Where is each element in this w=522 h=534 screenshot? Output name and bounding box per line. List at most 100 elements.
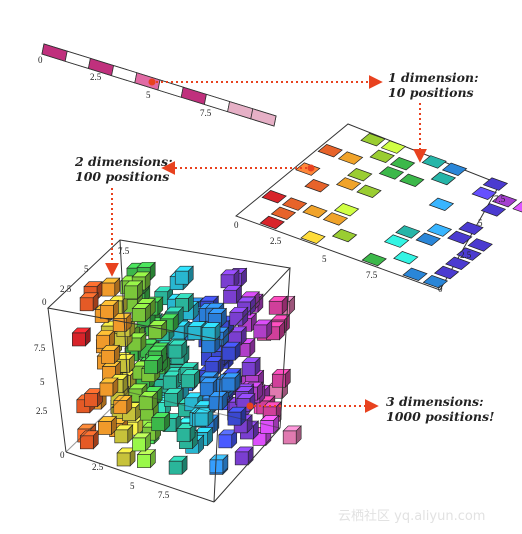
plane-cell: [322, 212, 349, 226]
strip-tick-5: 5: [146, 90, 151, 100]
plane-cell: [430, 171, 457, 186]
plane-cell: [447, 230, 473, 245]
arrow-cube-to-3d-label: [246, 399, 379, 413]
plane-cell: [383, 234, 410, 248]
cube-cell-front: [113, 400, 128, 414]
cube-cell-front: [151, 417, 166, 432]
plane-cell: [441, 162, 468, 177]
strip-cell: [111, 65, 138, 84]
plane-cell: [302, 204, 328, 219]
plane-cell: [426, 223, 453, 237]
plane-cell: [300, 230, 326, 245]
cube-cell-front: [241, 362, 256, 376]
cube-cell-front: [164, 393, 178, 407]
plane-cell: [378, 166, 405, 180]
plane-cell: [402, 267, 428, 282]
watermark: 云栖社区 yq.aliyun.com: [338, 508, 485, 524]
plane-cell: [482, 177, 509, 191]
strip-cell: [180, 86, 207, 105]
label-3d-line1: 3 dimensions:: [386, 394, 484, 409]
plane-right-tick-7.5: 7.5: [494, 194, 506, 204]
plane-cell: [331, 228, 358, 243]
two-dimension-ticks: 0 2.5 5 7.5 0 2.5 5 7.5: [234, 194, 506, 294]
plane-front-tick-5: 5: [322, 254, 327, 264]
cube-cell-front: [84, 393, 98, 407]
plane-front-tick-7.5: 7.5: [366, 270, 378, 280]
cube-left-tick-2.5: 2.5: [36, 406, 48, 416]
arrows: [105, 75, 427, 413]
plane-cell: [395, 225, 421, 239]
plane-cell: [380, 140, 407, 154]
cube-cell-front: [271, 373, 286, 388]
cube-cell-front: [221, 346, 236, 361]
strip-cell: [227, 101, 254, 120]
cube-cell-front: [138, 396, 153, 411]
one-dimension-strip: [41, 43, 277, 127]
strip-tick-2.5: 2.5: [90, 72, 102, 82]
cube-cell-front: [79, 435, 94, 450]
cube-cell-front: [253, 324, 268, 339]
cube-left-tick-0: 0: [60, 450, 65, 460]
cube-cell-front: [201, 339, 216, 353]
plane-right-tick-5: 5: [478, 218, 483, 228]
cube-cell-front: [137, 454, 151, 468]
cube-cell-front: [176, 428, 191, 442]
label-3d-line2: 1000 positions!: [386, 409, 494, 424]
plane-cell: [471, 186, 497, 201]
cube-cell-front: [201, 327, 216, 342]
cube-front-tick-7.5: 7.5: [158, 490, 170, 500]
cube-cell-front: [79, 297, 94, 312]
cube-cell-front: [72, 332, 86, 347]
cube-front-tick-5: 5: [130, 481, 135, 491]
plane-cell: [456, 247, 482, 261]
one-dimension-ticks: 0 2.5 5 7.5: [38, 55, 212, 118]
cube-cell-front: [221, 377, 236, 392]
plane-cell: [360, 132, 386, 147]
cube-cell-front: [174, 270, 189, 285]
plane-cell: [433, 265, 460, 280]
cube-front-tick-2.5: 2.5: [92, 462, 104, 472]
cube-cell-front: [181, 374, 195, 389]
cube-cell-front: [260, 420, 274, 434]
cube-top-tick-2.5: 2.5: [60, 284, 72, 294]
cube-top-left-tick-0: 0: [42, 297, 47, 307]
plane-cell: [337, 151, 364, 165]
plane-cell: [281, 197, 308, 211]
plane-cell: [422, 274, 449, 289]
cube-top-tick-7.5: 7.5: [118, 246, 130, 256]
label-1d-line2: 10 positions: [388, 85, 474, 100]
cube-cell-front: [208, 396, 223, 411]
cube-cell-front: [162, 375, 177, 390]
cube-cell-front: [282, 430, 297, 445]
plane-cells: [259, 132, 522, 289]
cube-cell-front: [223, 289, 237, 304]
cube-cell-front: [100, 304, 114, 319]
cube-cell-front: [268, 300, 283, 315]
plane-cell: [333, 202, 360, 217]
cube-cell-front: [131, 308, 146, 322]
plane-front-tick-0: 0: [234, 220, 239, 230]
cube-cell-front: [114, 429, 129, 444]
two-dimension-plane: [235, 123, 522, 291]
cube-cell-front: [234, 451, 249, 466]
cube-cell-front: [99, 382, 114, 397]
cube-top-tick-5: 5: [84, 264, 89, 274]
cube-cell-front: [187, 326, 202, 340]
cube-left-tick-7.5: 7.5: [34, 343, 46, 353]
cube-cells: [71, 261, 302, 476]
cube-cell-front: [148, 325, 163, 339]
plane-cell: [347, 167, 373, 182]
strip-cell: [64, 50, 91, 69]
cube-cell-front: [144, 360, 158, 374]
plane-cell: [317, 143, 343, 158]
plane-cell: [270, 206, 297, 221]
label-2d-line2: 100 positions: [75, 169, 169, 184]
strip-tick-0: 0: [38, 55, 43, 65]
three-dimension-cube: [46, 239, 302, 503]
plane-cell: [261, 189, 287, 204]
cube-cell-front: [194, 412, 209, 427]
plane-cell: [480, 203, 507, 217]
cube-cell-front: [229, 311, 244, 326]
